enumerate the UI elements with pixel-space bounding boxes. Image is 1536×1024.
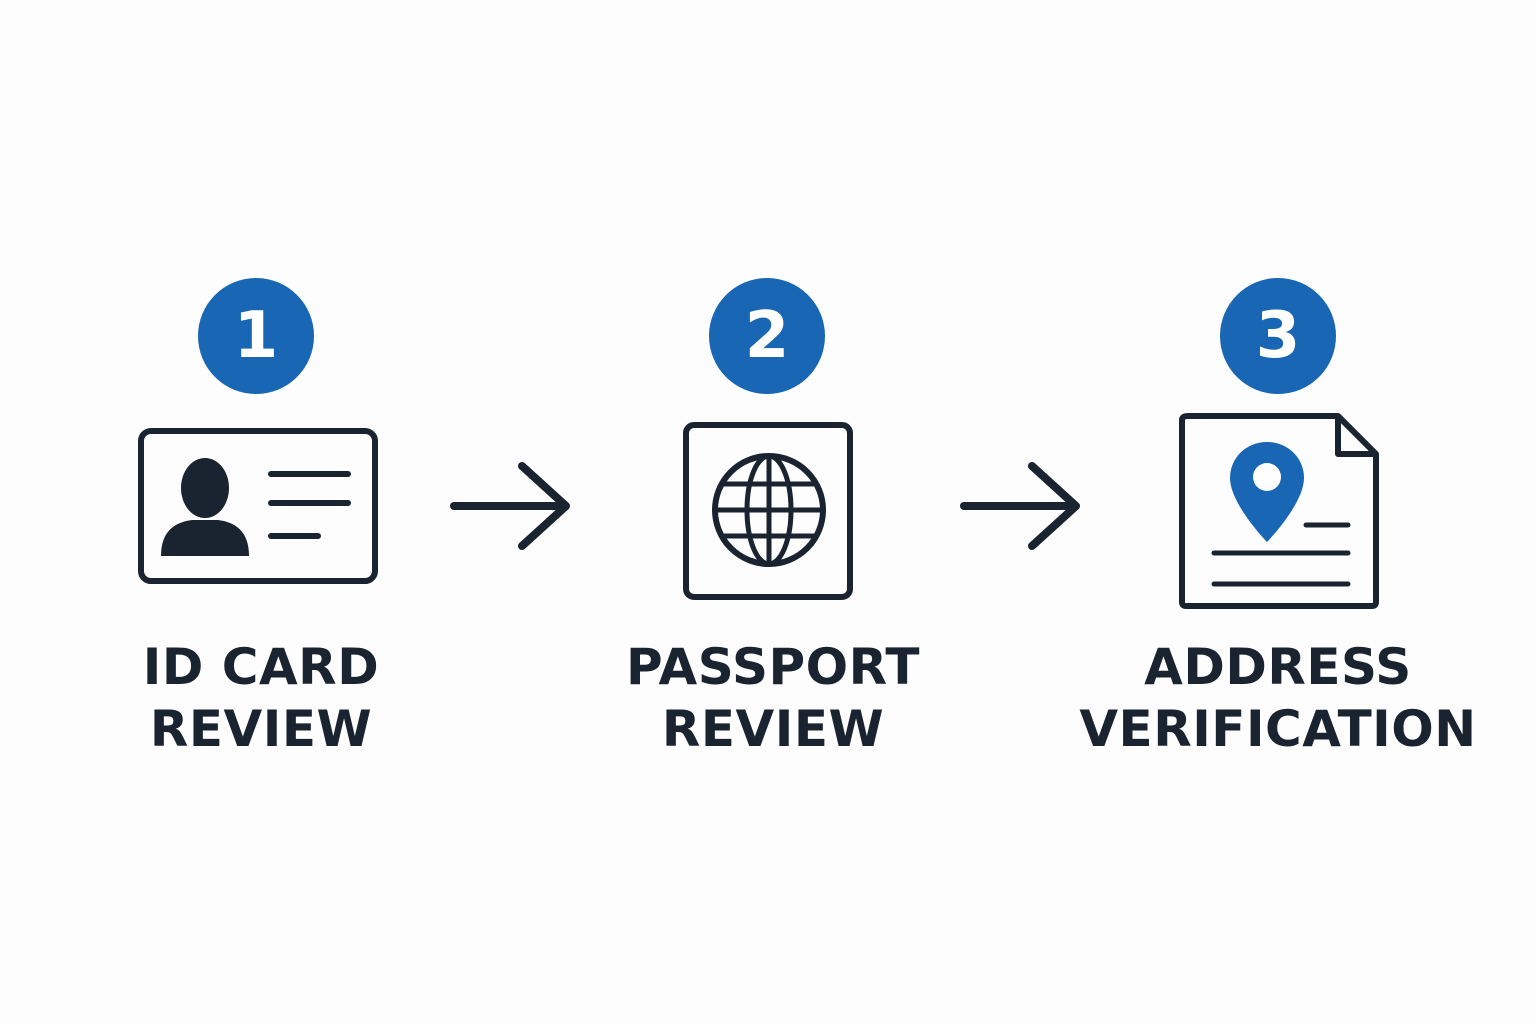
step-1-label-line-1: ID CARD bbox=[142, 638, 380, 696]
arrow-right-icon bbox=[450, 462, 570, 550]
id-card-icon bbox=[138, 428, 378, 584]
step-1-label-line-2: REVIEW bbox=[149, 700, 373, 758]
step-3-label-line-1: ADDRESS bbox=[1144, 638, 1412, 696]
step-3-label-line-2: VERIFICATION bbox=[1079, 700, 1477, 758]
step-2-number-badge: 2 bbox=[709, 278, 825, 394]
step-3-number-badge: 3 bbox=[1220, 278, 1336, 394]
step-3-label: ADDRESS VERIFICATION bbox=[1070, 636, 1486, 760]
step-1-label: ID CARD REVIEW bbox=[106, 636, 416, 760]
step-2-label-line-1: PASSPORT bbox=[625, 638, 921, 696]
step-2-label: PASSPORT REVIEW bbox=[598, 636, 948, 760]
step-2-label-line-2: REVIEW bbox=[661, 700, 885, 758]
address-document-location-icon bbox=[1179, 413, 1379, 609]
passport-globe-icon bbox=[683, 422, 853, 600]
arrow-right-icon bbox=[960, 462, 1080, 550]
step-1-number-badge: 1 bbox=[198, 278, 314, 394]
